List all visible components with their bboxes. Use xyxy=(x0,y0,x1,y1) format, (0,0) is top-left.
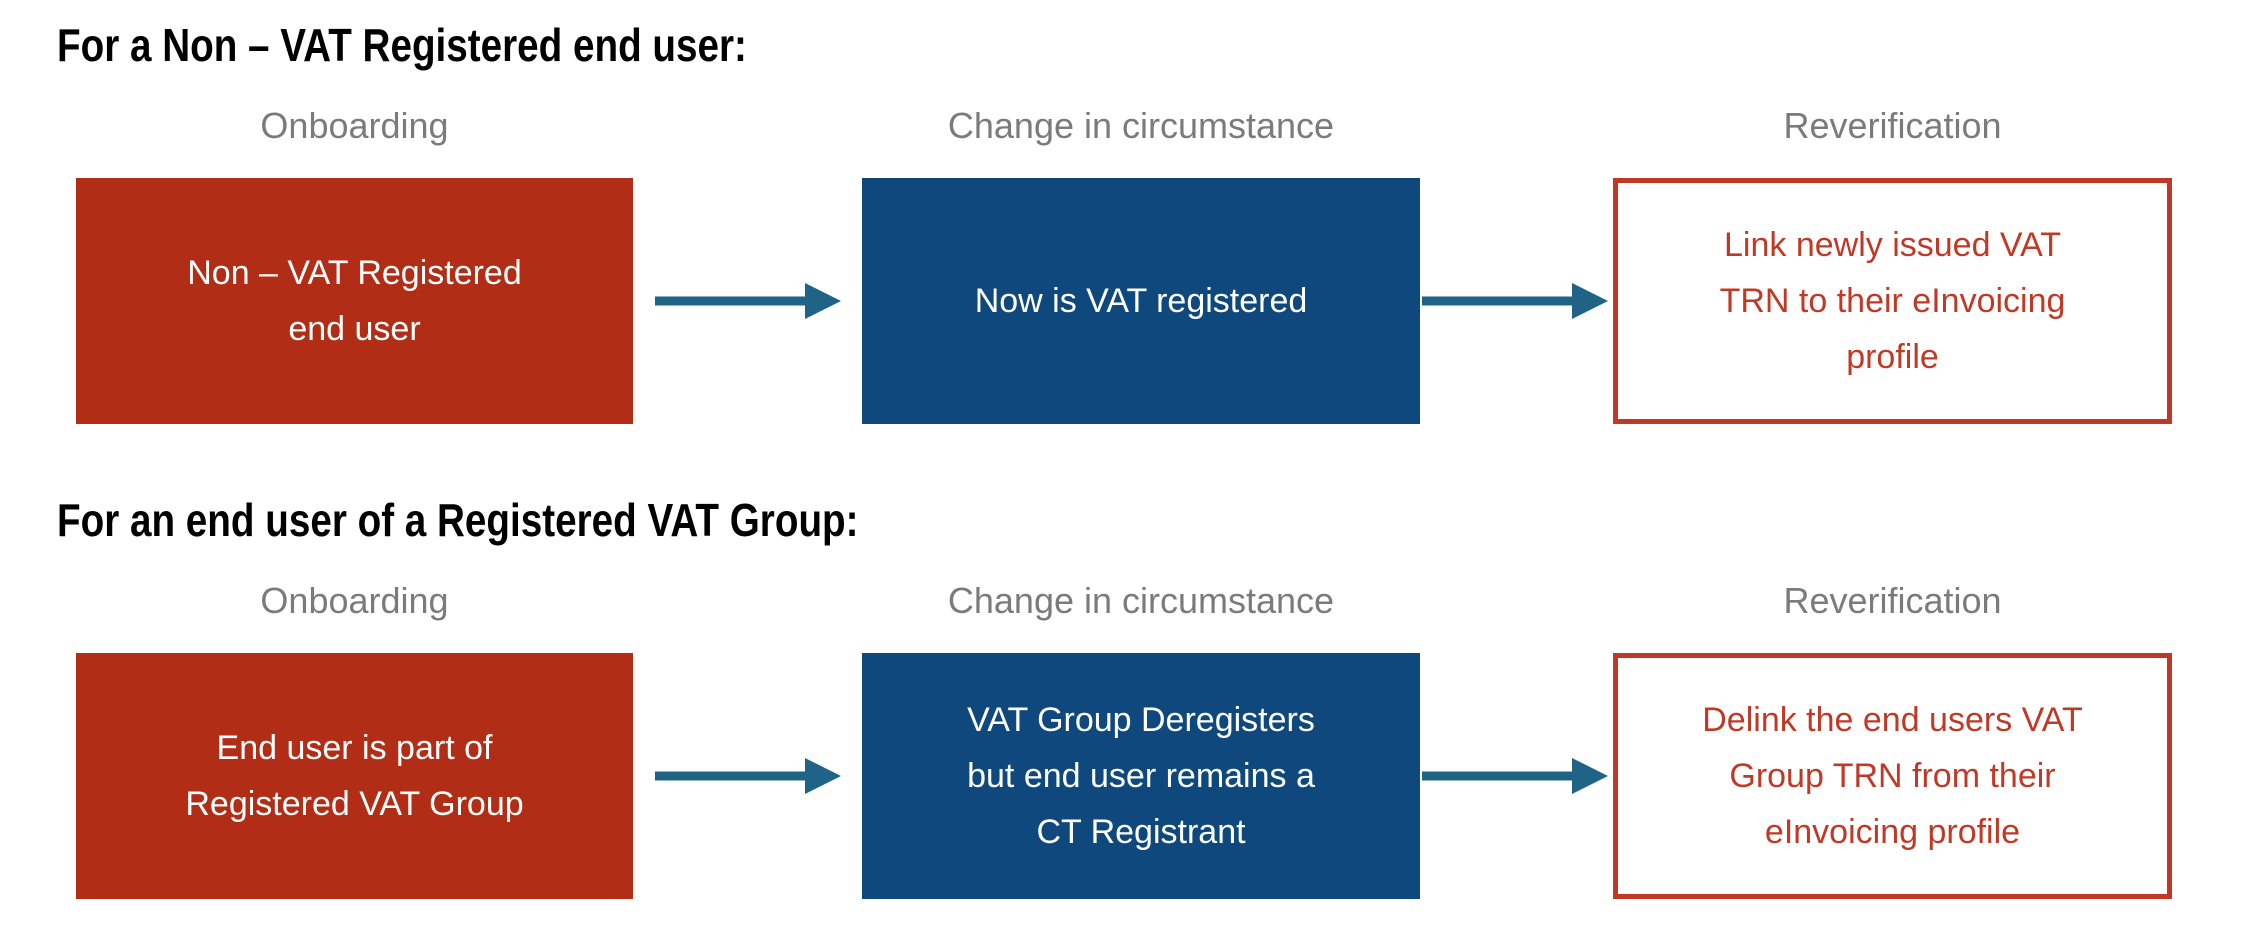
reverification-box: Link newly issued VAT TRN to their eInvo… xyxy=(1613,178,2172,424)
flow-section-vat-group: For an end user of a Registered VAT Grou… xyxy=(0,475,2250,951)
flow-arrow-icon xyxy=(1422,756,1608,796)
column-header-onboarding: Onboarding xyxy=(260,105,449,146)
onboarding-box: Non – VAT Registered end user xyxy=(76,178,633,424)
onboarding-box: End user is part of Registered VAT Group xyxy=(76,653,633,899)
section-title: For an end user of a Registered VAT Grou… xyxy=(57,494,859,546)
section-title: For a Non – VAT Registered end user: xyxy=(57,19,747,71)
column-header-change-in-circumstance: Change in circumstance xyxy=(947,580,1335,621)
column-header-reverification: Reverification xyxy=(1783,580,2002,621)
flow-arrow-icon xyxy=(1422,281,1608,321)
reverification-box: Delink the end users VAT Group TRN from … xyxy=(1613,653,2172,899)
change-in-circumstance-box: VAT Group Deregisters but end user remai… xyxy=(862,653,1420,899)
flow-arrow-icon xyxy=(655,756,841,796)
column-header-onboarding: Onboarding xyxy=(260,580,449,621)
change-in-circumstance-box: Now is VAT registered xyxy=(862,178,1420,424)
column-header-change-in-circumstance: Change in circumstance xyxy=(947,105,1335,146)
flow-section-non-vat-registered: For a Non – VAT Registered end user: Onb… xyxy=(57,19,2172,424)
column-header-reverification: Reverification xyxy=(1783,105,2002,146)
flow-arrow-icon xyxy=(655,281,841,321)
